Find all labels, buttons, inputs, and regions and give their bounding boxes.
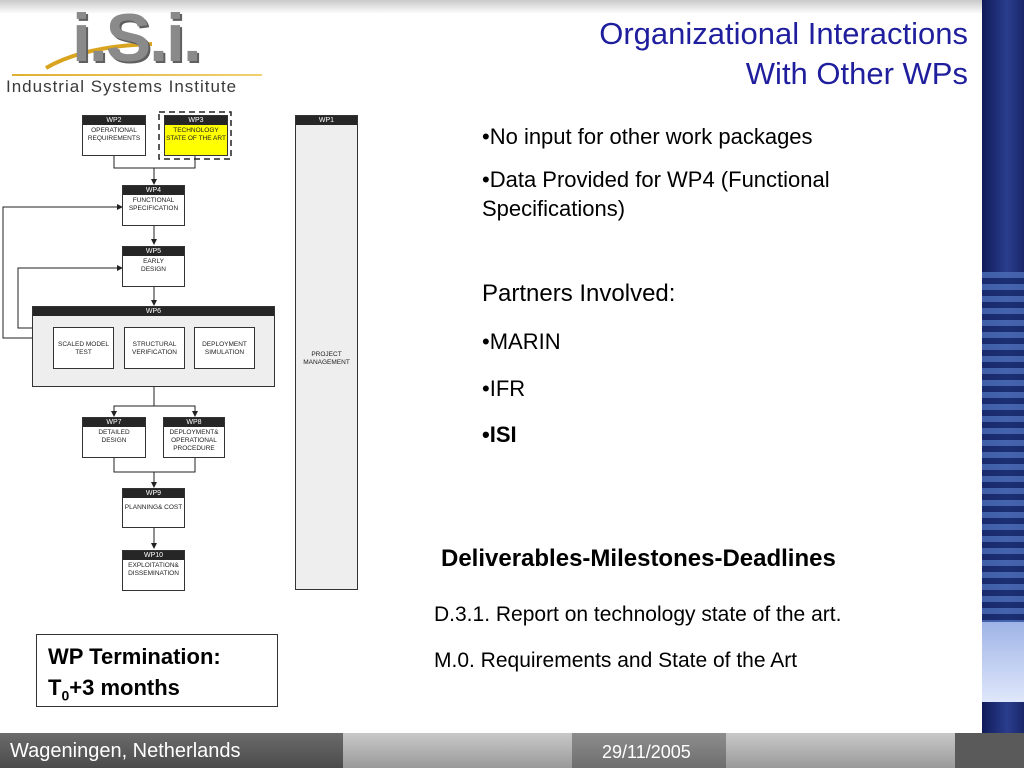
wp6-subtask-label: SCALED MODEL TEST (58, 341, 109, 356)
wp8-header: WP8 (164, 418, 224, 427)
top-gradient-band (0, 0, 982, 14)
termination-prefix: T (48, 675, 62, 700)
wp1-header: WP1 (296, 116, 357, 125)
deliverable-item: M.0. Requirements and State of the Art (434, 649, 798, 672)
diagram-connectors (2, 111, 232, 549)
footer-right-panel (955, 733, 1024, 768)
wp2-header: WP2 (83, 116, 145, 125)
wp7-label: DETAILED DESIGN (98, 429, 130, 444)
wp-flow-diagram: WP1 PROJECT MANAGEMENT WP2 OPERATIONAL R… (0, 110, 366, 595)
isi-logo: i.S.i. Industrial Systems Institute (6, 0, 262, 98)
wp6-subtask: STRUCTURAL VERIFICATION (124, 327, 185, 369)
building-image (982, 272, 1024, 622)
wp4-box: WP4 FUNCTIONAL SPECIFICATION (122, 185, 185, 226)
wp3-label: TECHNOLOGY STATE OF THE ART (166, 127, 226, 142)
bullet-item: •No input for other work packages (482, 124, 813, 149)
partners-heading: Partners Involved: (482, 280, 676, 307)
termination-value: T0+3 months (48, 675, 180, 703)
logo-swoosh-icon (44, 42, 153, 70)
termination-subscript: 0 (61, 687, 70, 704)
wp7-box: WP7 DETAILED DESIGN (82, 417, 146, 458)
partner-item: •IFR (482, 376, 526, 401)
logo-wordmark: i.S.i. (72, 0, 202, 76)
wp6-header: WP6 (33, 307, 274, 316)
wp5-label: EARLY DESIGN (141, 258, 166, 273)
wp2-label: OPERATIONAL REQUIREMENTS (87, 127, 141, 142)
bullet-item: •Data Provided for WP4 (Functional Speci… (482, 167, 830, 221)
footer-location-panel (0, 733, 343, 768)
wp5-box: WP5 EARLY DESIGN (122, 246, 185, 287)
right-decorative-bar (982, 0, 1024, 768)
sky-image (982, 622, 1024, 702)
wp8-label: DEPLOYMENT& OPERATIONAL PROCEDURE (169, 429, 219, 452)
wp2-box: WP2 OPERATIONAL REQUIREMENTS (82, 115, 146, 156)
logo-underline (12, 74, 262, 76)
partner-item: •ISI (482, 422, 517, 447)
wp6-box: WP6 SCALED MODEL TEST STRUCTURAL VERIFIC… (32, 306, 275, 387)
wp9-header: WP9 (123, 489, 184, 498)
wp9-label: PLANNING& COST (124, 504, 183, 511)
slide-title-line2: With Other WPs (745, 56, 968, 91)
deliverable-item: D.3.1. Report on technology state of the… (434, 603, 842, 626)
wp4-header: WP4 (123, 186, 184, 195)
wp8-box: WP8 DEPLOYMENT& OPERATIONAL PROCEDURE (163, 417, 225, 458)
wp1-box: WP1 PROJECT MANAGEMENT (295, 115, 358, 590)
bullet-list: •No input for other work packages •Data … (482, 124, 912, 223)
wp10-header: WP10 (123, 551, 184, 560)
footer-date: 29/11/2005 (602, 742, 691, 762)
termination-suffix: +3 months (69, 675, 180, 700)
partner-item: •MARIN (482, 329, 561, 354)
wp6-subtask: SCALED MODEL TEST (53, 327, 114, 369)
logo-subtitle: Industrial Systems Institute (6, 77, 238, 96)
wp5-header: WP5 (123, 247, 184, 256)
wp10-box: WP10 EXPLOITATION& DISSEMINATION (122, 550, 185, 591)
wp1-label: PROJECT MANAGEMENT (303, 351, 350, 366)
termination-label: WP Termination: (48, 644, 221, 669)
footer-location: Wageningen, Netherlands (10, 740, 241, 762)
wp3-header: WP3 (165, 116, 227, 125)
wp6-subtask-label: DEPLOYMENT SIMULATION (202, 341, 247, 356)
wp7-header: WP7 (83, 418, 145, 427)
slide-title-line1: Organizational Interactions (599, 16, 968, 51)
wp6-subtask: DEPLOYMENT SIMULATION (194, 327, 255, 369)
wp-termination-box: WP Termination: T0+3 months (36, 634, 278, 707)
deliverables-heading: Deliverables-Milestones-Deadlines (441, 545, 836, 572)
wp4-label: FUNCTIONAL SPECIFICATION (128, 197, 179, 212)
wp9-box: WP9 PLANNING& COST (122, 488, 185, 528)
wp3-box: WP3 TECHNOLOGY STATE OF THE ART (164, 115, 228, 156)
footer-date-panel (572, 733, 726, 768)
slide-title: Organizational Interactions With Other W… (599, 14, 968, 94)
wp10-label: EXPLOITATION& DISSEMINATION (128, 562, 179, 577)
wp6-subtask-label: STRUCTURAL VERIFICATION (131, 341, 178, 356)
